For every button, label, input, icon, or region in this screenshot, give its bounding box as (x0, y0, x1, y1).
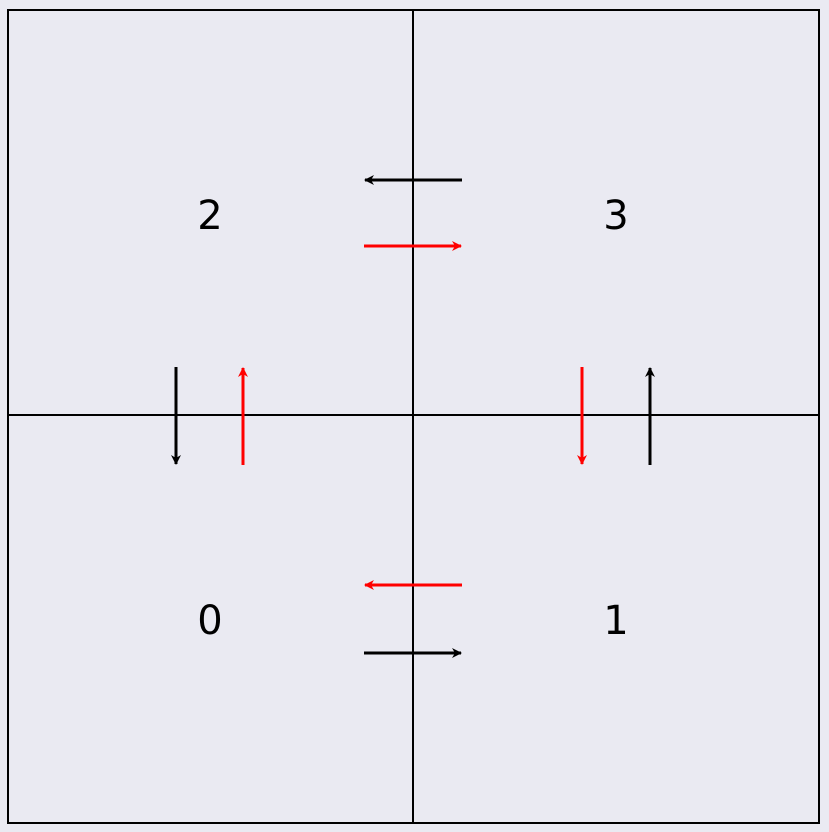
cell-1-label: 1 (603, 598, 628, 644)
cell-2-label: 2 (197, 193, 222, 239)
cell-0-label: 0 (197, 598, 222, 644)
cell-3-label: 3 (603, 193, 628, 239)
